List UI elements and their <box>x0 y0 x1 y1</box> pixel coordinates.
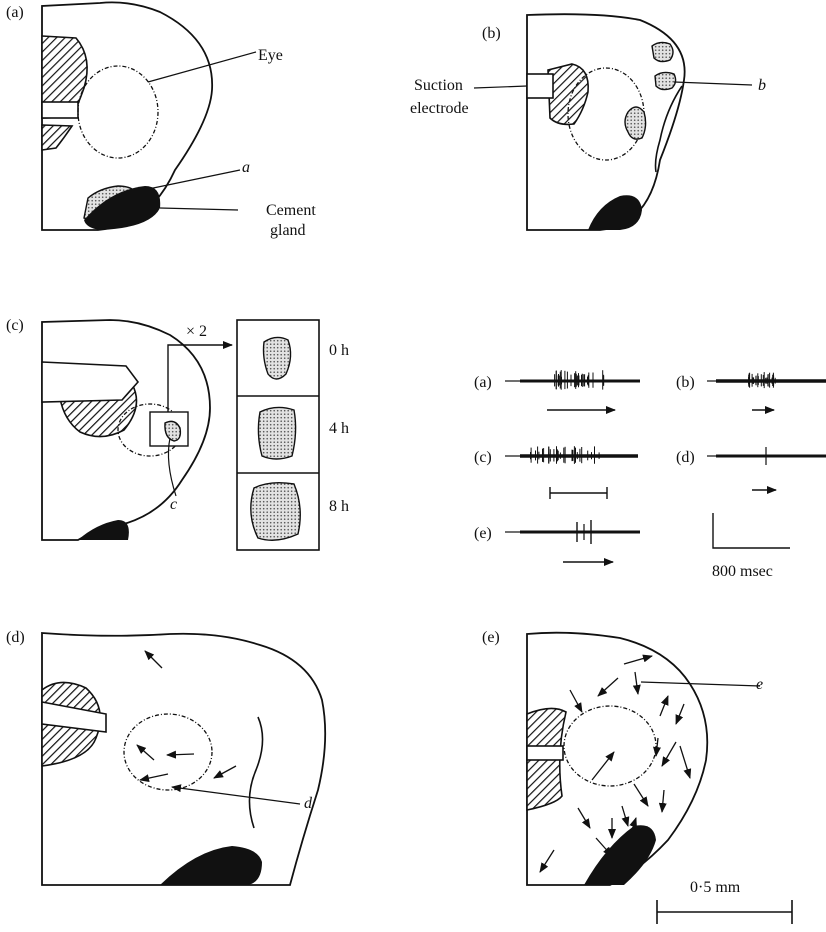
panel-b-region-1 <box>652 42 673 61</box>
panel-a: (a) Eye a Cement gland <box>6 2 316 239</box>
panel-b-region-label: b <box>758 77 766 94</box>
length-scale: 0·5 mm <box>657 879 792 924</box>
panel-a-eye-label: Eye <box>258 47 283 64</box>
panel-d: (d) d <box>6 629 325 885</box>
trace-c-interval-bar <box>550 487 607 499</box>
panel-d-region-label: d <box>304 795 313 812</box>
trace-b-label: (b) <box>676 374 695 391</box>
panel-a-label: (a) <box>6 4 24 21</box>
panel-a-gland-label-1: Cement <box>266 202 316 219</box>
traces: (a) (b) (c) (d) (e) <box>474 370 826 580</box>
panel-a-electrode <box>42 102 78 118</box>
panel-c-time-0: 0 h <box>329 342 349 359</box>
time-scale-bar <box>713 513 790 548</box>
trace-a-label: (a) <box>474 374 492 391</box>
panel-c-time-2: 8 h <box>329 498 349 515</box>
panel-b: (b) Suction electrode b <box>410 14 766 230</box>
panel-c-magnification-label: × 2 <box>186 323 207 340</box>
panel-b-electrode-label-1: Suction <box>414 77 463 94</box>
panel-e-electrode <box>527 746 563 760</box>
panel-e-label: (e) <box>482 629 500 646</box>
panel-a-gland-label-2: gland <box>270 222 306 239</box>
panel-b-region-b <box>655 72 676 89</box>
panel-c-region-label: c <box>170 496 177 513</box>
trace-e-label: (e) <box>474 525 492 542</box>
panel-c-region-0h <box>264 337 291 379</box>
panel-c-label: (c) <box>6 317 24 334</box>
trace-d-label: (d) <box>676 449 695 466</box>
time-scale-label: 800 msec <box>712 563 773 580</box>
panel-b-electrode-label-2: electrode <box>410 100 469 117</box>
panel-c: (c) c × 2 0 h 4 h 8 h <box>6 317 349 550</box>
panel-d-head-outline <box>42 633 325 885</box>
panel-d-label: (d) <box>6 629 25 646</box>
panel-e-region-label: e <box>756 676 763 693</box>
panel-b-label: (b) <box>482 25 501 42</box>
length-scale-label: 0·5 mm <box>690 879 741 896</box>
panel-c-region-4h <box>258 407 295 459</box>
panel-b-electrode <box>527 74 553 98</box>
panel-c-region-8h <box>251 483 300 541</box>
panel-c-time-1: 4 h <box>329 420 349 437</box>
panel-c-electrode <box>42 362 138 402</box>
panel-e: (e) e <box>482 629 763 885</box>
panel-a-region-label: a <box>242 159 250 176</box>
trace-c-label: (c) <box>474 449 492 466</box>
